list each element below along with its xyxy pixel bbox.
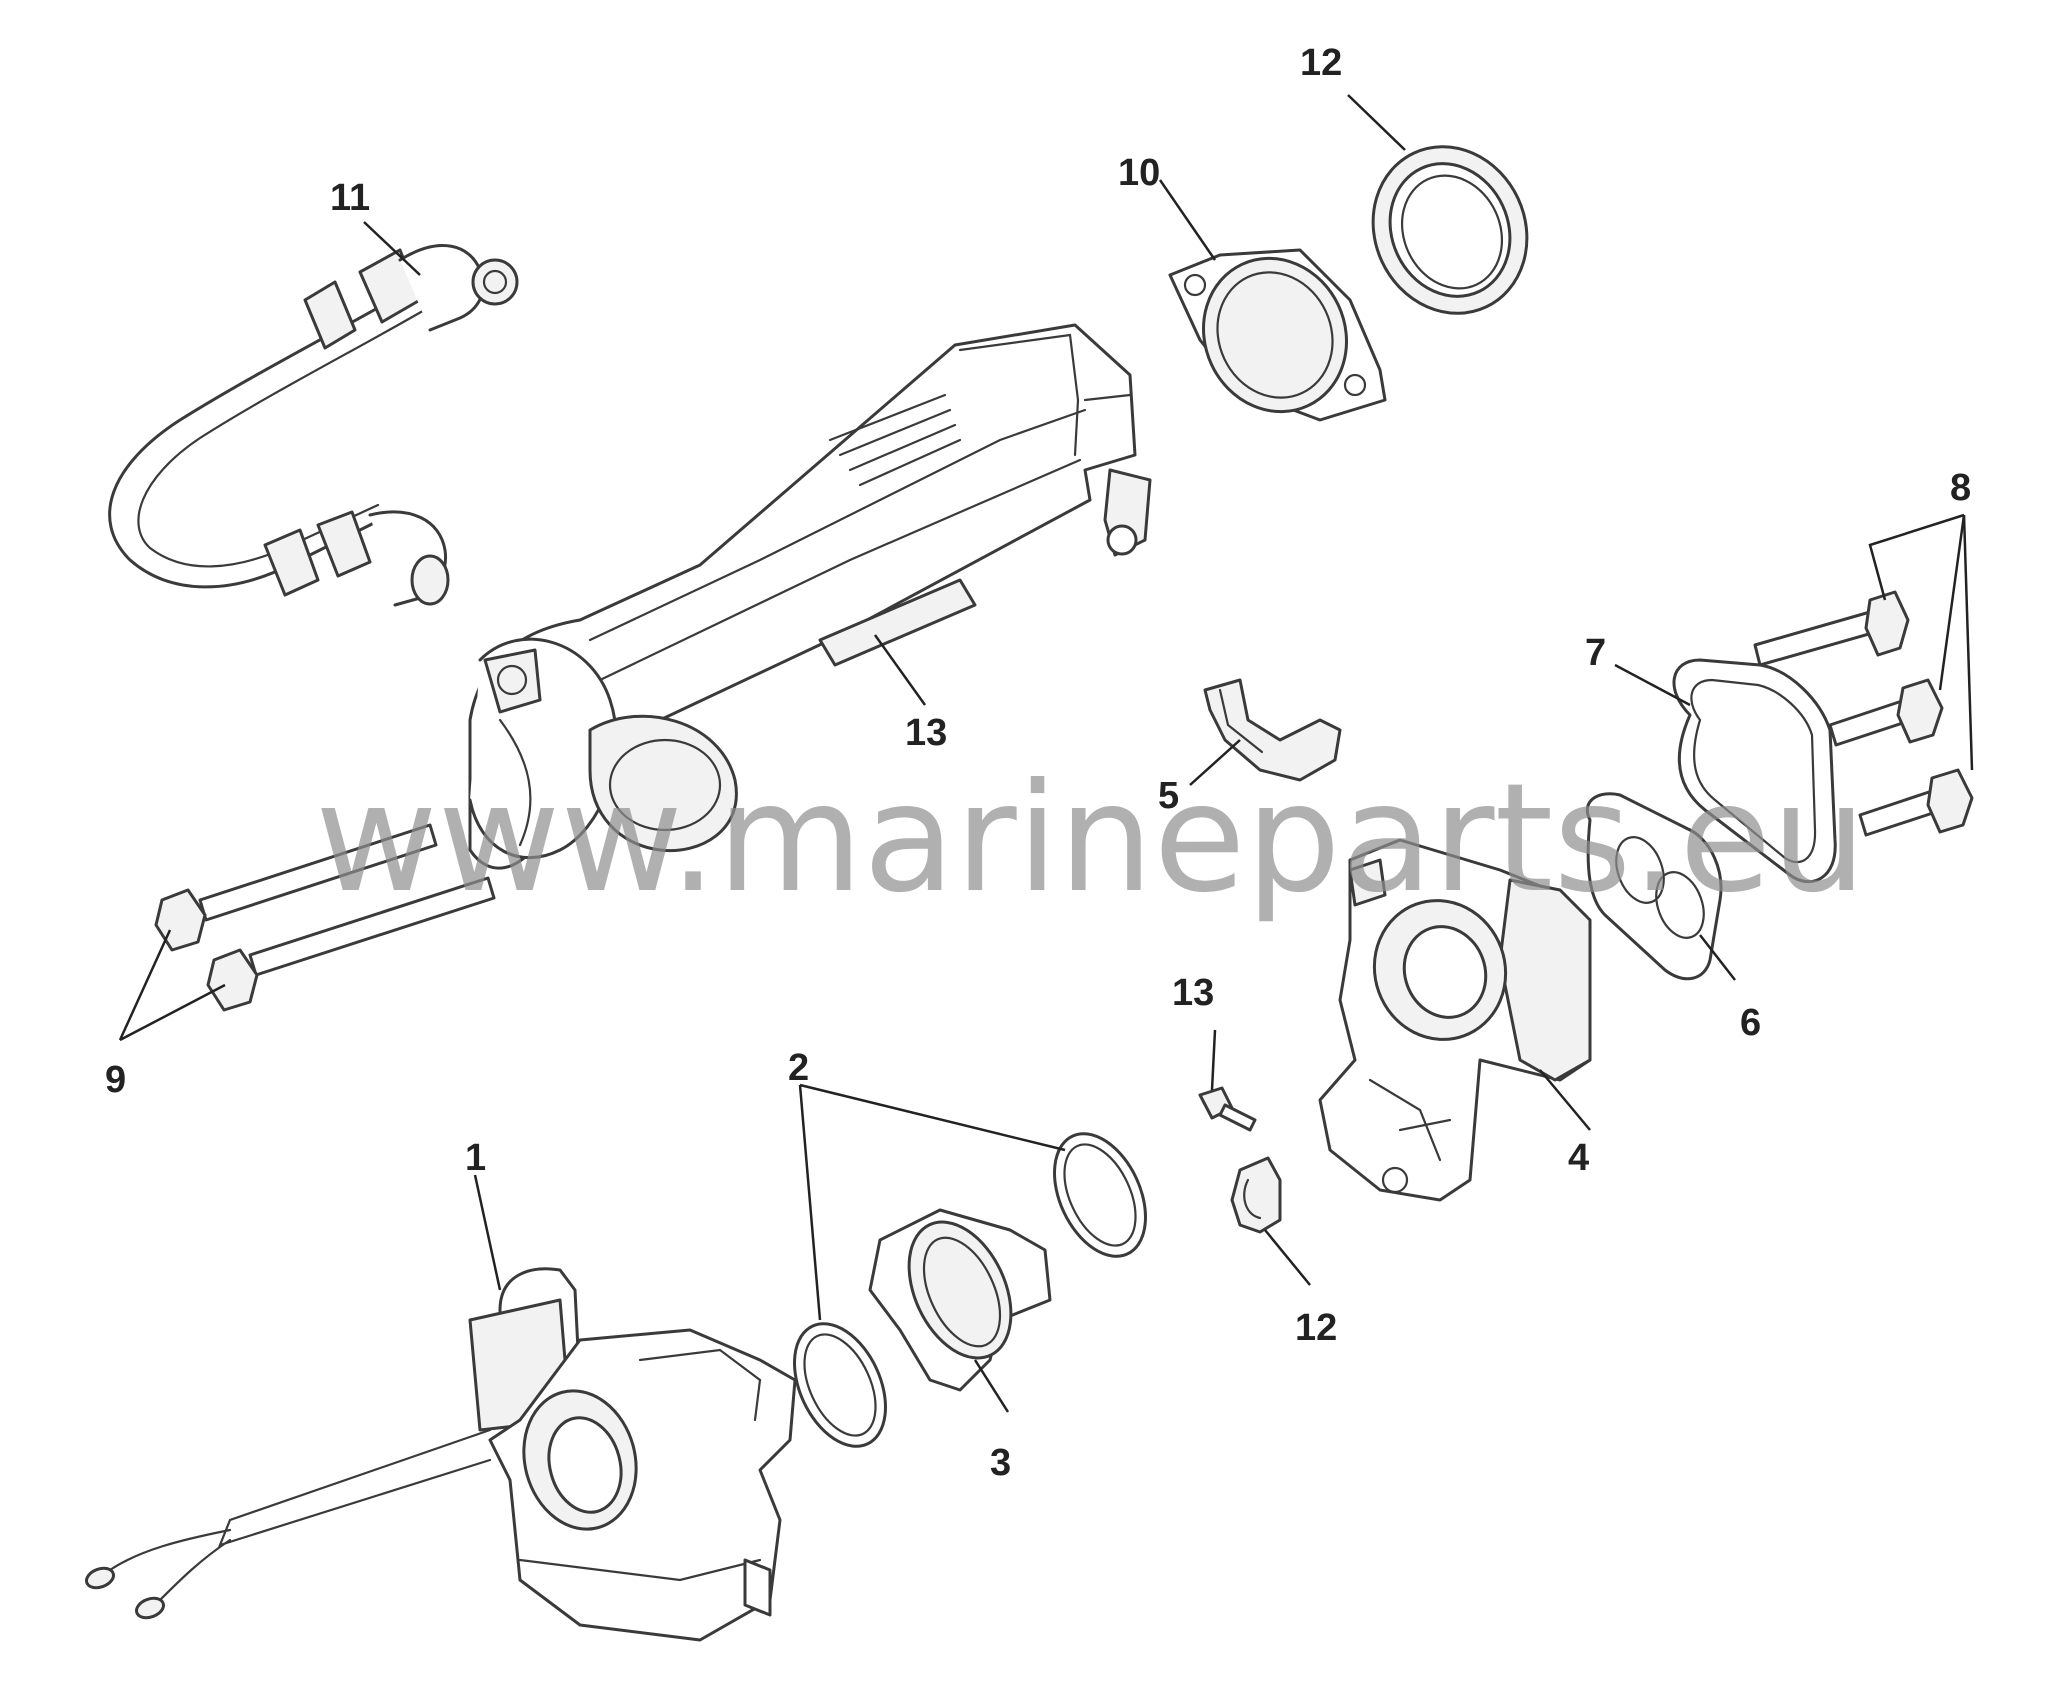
throttle-body-icon xyxy=(1318,838,1592,1202)
callout-1: 1 xyxy=(465,1137,486,1179)
callout-11: 11 xyxy=(330,177,370,219)
seal-ring-icon xyxy=(1371,145,1529,315)
carburetor-icon xyxy=(84,1267,797,1642)
callout-13-screw: 13 xyxy=(1172,972,1214,1014)
callout-labels: 11 12 10 13 8 7 5 6 13 4 12 2 3 1 9 xyxy=(105,42,1971,1484)
flange-icon xyxy=(1168,248,1387,422)
intake-silencer-icon xyxy=(468,323,1152,870)
gasket-icon xyxy=(1672,658,1837,884)
callout-13-silencer: 13 xyxy=(905,712,947,754)
hose-icon xyxy=(108,244,519,607)
intake-adapter-icon xyxy=(868,1208,1052,1392)
watermark-text: www.marineparts.eu xyxy=(315,752,1867,926)
callout-9: 9 xyxy=(105,1059,126,1101)
o-ring-icon xyxy=(793,1132,1147,1448)
callout-7: 7 xyxy=(1585,632,1606,674)
clip-icon xyxy=(1230,1156,1282,1234)
screw-icon xyxy=(1198,1086,1257,1132)
callout-2: 2 xyxy=(788,1047,809,1089)
callout-4: 4 xyxy=(1568,1137,1589,1179)
bolt-icon xyxy=(1753,590,1974,837)
gasket-icon xyxy=(1585,792,1723,981)
long-bolt-icon xyxy=(154,823,496,1012)
callout-8: 8 xyxy=(1950,467,1971,509)
callout-12-top: 12 xyxy=(1300,42,1342,84)
callout-6: 6 xyxy=(1740,1002,1761,1044)
callout-12-clip: 12 xyxy=(1295,1307,1337,1349)
bracket-clip-icon xyxy=(1203,678,1342,782)
callout-3: 3 xyxy=(990,1442,1011,1484)
leader-lines xyxy=(118,94,1974,1413)
callout-10: 10 xyxy=(1118,152,1160,194)
callout-5: 5 xyxy=(1158,775,1179,817)
